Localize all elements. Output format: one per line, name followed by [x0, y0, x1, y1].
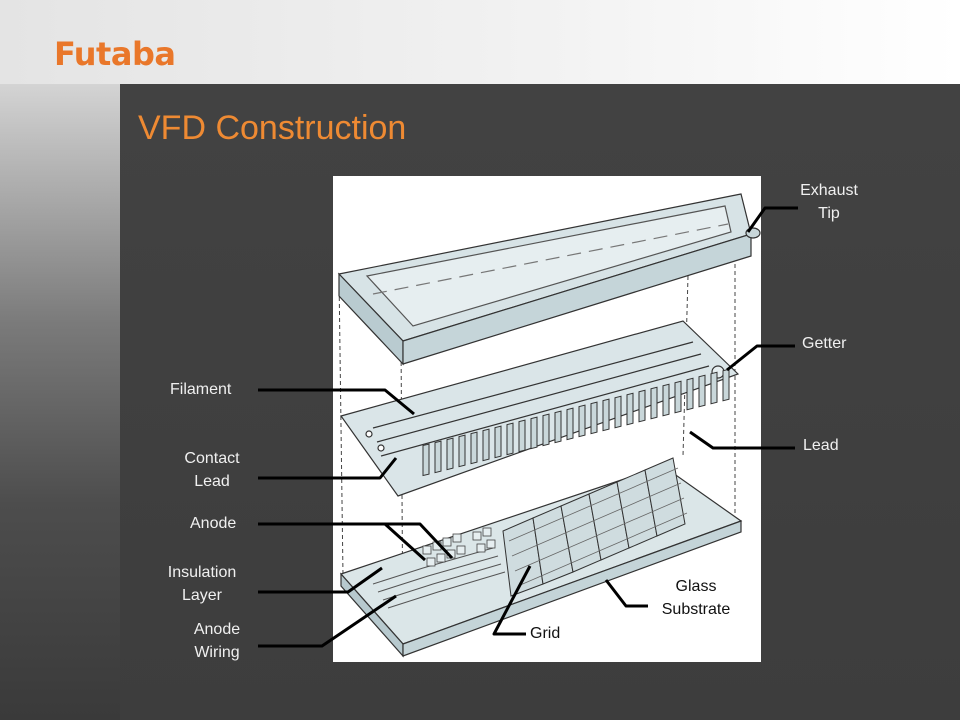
label-grid: Grid: [530, 625, 561, 642]
label-insulation-layer-line2: Layer: [181, 587, 223, 604]
label-anode-wiring-line2: Wiring: [194, 644, 240, 661]
label-glass-substrate: Glass Substrate: [651, 575, 741, 621]
label-glass-substrate-line1: Glass: [675, 578, 717, 595]
top-band: [0, 0, 960, 84]
label-getter: Getter: [802, 335, 847, 352]
futaba-logo: Futaba: [54, 35, 176, 73]
exhaust-tip-shape: [745, 227, 761, 239]
anode-wiring-lines: [372, 547, 506, 609]
label-exhaust-tip-line2: Tip: [818, 205, 840, 222]
label-exhaust-tip: Exhaust Tip: [800, 179, 858, 225]
vfd-drawing: [337, 193, 761, 658]
label-filament: Filament: [170, 381, 232, 398]
slide-title: VFD Construction: [138, 109, 407, 147]
label-anode: Anode: [190, 515, 237, 532]
label-glass-substrate-line2: Substrate: [661, 601, 731, 618]
label-insulation-layer-line1: Insulation: [167, 564, 237, 581]
label-contact-lead-line1: Contact: [184, 450, 240, 467]
label-contact-lead-line2: Lead: [194, 473, 230, 490]
label-exhaust-tip-line1: Exhaust: [800, 182, 858, 199]
label-anode-wiring: Anode Wiring: [184, 618, 250, 664]
anode-segments: [502, 457, 686, 597]
anode-dot-matrix: [508, 467, 688, 587]
lead-pins: [422, 368, 730, 477]
label-insulation-layer: Insulation Layer: [158, 561, 246, 607]
label-contact-lead: Contact Lead: [176, 447, 248, 493]
vfd-exploded-illustration: [333, 176, 761, 662]
label-anode-wiring-line1: Anode: [193, 621, 241, 638]
label-lead: Lead: [803, 437, 839, 454]
glass-cover: [337, 193, 752, 366]
